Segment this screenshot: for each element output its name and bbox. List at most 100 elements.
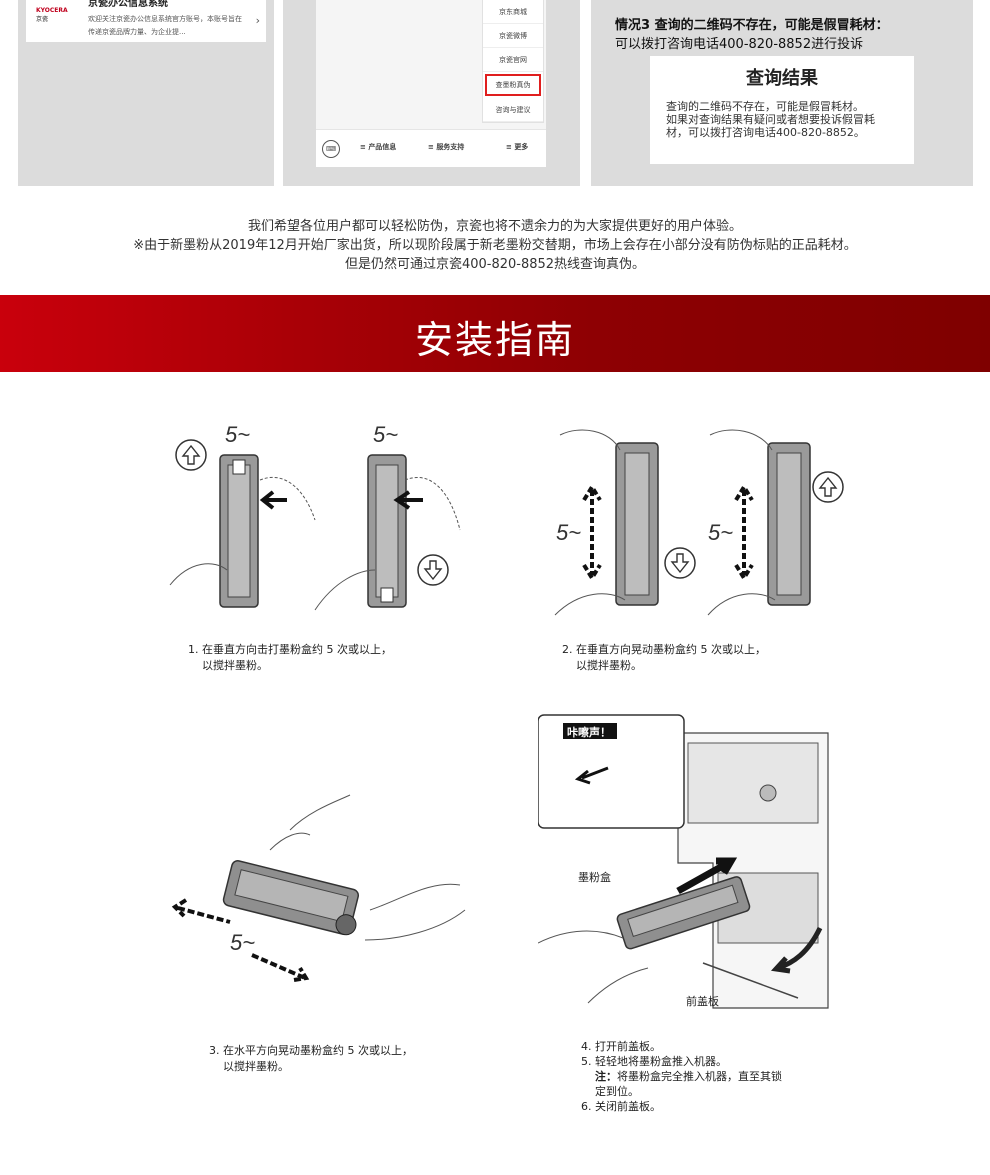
- hand-outline: [554, 429, 776, 616]
- wechat-account-card[interactable]: KYOCERA 京瓷 京瓷办公信息系统 欢迎关注京瓷办公信息系统官方账号，本账号…: [26, 0, 266, 42]
- step3-count: 5~: [230, 930, 255, 955]
- control-dial-icon: [759, 784, 777, 802]
- caption-line: 3. 在水平方向晃动墨粉盒约 5 次或以上，: [209, 1044, 413, 1057]
- horizontal-shake-arrow-left-icon: [171, 898, 231, 924]
- wechat-panel: KYOCERA 京瓷 京瓷办公信息系统 欢迎关注京瓷办公信息系统官方账号，本账号…: [18, 0, 274, 186]
- toner-cartridge-right: [767, 442, 811, 606]
- note-line: ※由于新墨粉从2019年12月开始厂家出货，所以现阶段属于新老墨粉交替期，市场上…: [133, 238, 857, 253]
- push-in-arrow-icon: [676, 857, 738, 895]
- kyocera-logo: KYOCERA 京瓷: [36, 6, 76, 24]
- caption-note: 注：将墨粉盒完全推入机器，直至其锁: [581, 1069, 782, 1084]
- case3-subtitle: 可以拨打咨询电话400-820-8852进行投诉: [615, 37, 864, 52]
- click-label-bg: [563, 723, 617, 739]
- hand-outline: [259, 476, 461, 531]
- query-result-box: 查询结果 查询的二维码不存在，可能是假冒耗材。 如果对查询结果有疑问或者想要投诉…: [650, 56, 914, 164]
- caption-line: 1. 在垂直方向击打墨粉盒约 5 次或以上，: [188, 643, 392, 656]
- bar-item-product[interactable]: ≡ 产品信息: [360, 143, 397, 151]
- step2-illustration: 5~ 5~: [554, 429, 844, 616]
- step1-caption: 1. 在垂直方向击打墨粉盒约 5 次或以上， 以搅拌墨粉。: [188, 642, 392, 674]
- keyboard-icon[interactable]: ⌨: [322, 140, 340, 158]
- note-line: 但是仍然可通过京瓷400-820-8852热线查询真伪。: [344, 257, 646, 272]
- step3-caption: 3. 在水平方向晃动墨粉盒约 5 次或以上， 以搅拌墨粉。: [209, 1043, 413, 1075]
- step2-caption: 2. 在垂直方向晃动墨粉盒约 5 次或以上， 以搅拌墨粉。: [562, 642, 766, 674]
- bar-item-product-label: 产品信息: [368, 143, 397, 151]
- phone-screen: 京东商城 京瓷微博 京瓷官网 查墨粉真伪 咨询与建议 ⌨ ≡ 产品信息 ≡ 服务…: [316, 0, 546, 167]
- step1-illustration: 5~ 5~: [169, 422, 461, 611]
- arrow-up-circle-icon: [175, 439, 207, 471]
- arrow-down-icon: [670, 553, 690, 574]
- bar-item-service-label: 服务支持: [436, 143, 465, 151]
- step4-illustration: 咔嚓声！ 墨粉盒 前盖板: [538, 714, 829, 1009]
- horizontal-shake-arrow-right-icon: [251, 953, 310, 982]
- vertical-shake-arrow-icon: [734, 483, 754, 582]
- account-description: 欢迎关注京瓷办公信息系统官方账号，本账号旨在传递京瓷品牌力量、为企业提...: [88, 15, 242, 36]
- case3-title: 情况3 查询的二维码不存在，可能是假冒耗材：: [615, 18, 889, 33]
- hand-outline: [169, 563, 376, 611]
- banner-title: 安装指南: [414, 318, 575, 362]
- caption-line: 4. 打开前盖板。: [581, 1040, 661, 1053]
- step2-count-a: 5~: [556, 520, 581, 545]
- caption-line: 以搅拌墨粉。: [202, 659, 268, 672]
- bar-item-service[interactable]: ≡ 服务支持: [428, 143, 465, 151]
- bar-item-more[interactable]: ≡ 更多: [506, 143, 529, 151]
- arrow-up-icon: [818, 476, 838, 497]
- front-cover: [702, 962, 799, 999]
- arrow-down-circle-icon: [664, 547, 696, 579]
- bar-item-more-label: 更多: [514, 143, 529, 151]
- hand-outline: [538, 930, 649, 1004]
- step2-count-b: 5~: [708, 520, 733, 545]
- caption-line: 定到位。: [595, 1085, 639, 1098]
- step4-caption: 4. 打开前盖板。 5. 轻轻地将墨粉盒推入机器。 注：将墨粉盒完全推入机器，直…: [581, 1039, 782, 1114]
- top-band: KYOCERA 京瓷 京瓷办公信息系统 欢迎关注京瓷办公信息系统官方账号，本账号…: [0, 0, 990, 200]
- printer-body: [677, 732, 829, 1009]
- hand-outline: [269, 794, 466, 941]
- anti-fake-notes: 我们希望各位用户都可以轻松防伪，京瓷也将不遗余力的为大家提供更好的用户体验。 ※…: [0, 217, 990, 274]
- step3-illustration: 5~: [171, 794, 466, 982]
- toner-cartridge-left: [615, 442, 659, 606]
- section-banner: 安装指南: [0, 295, 990, 372]
- arrow-up-circle-icon: [812, 471, 844, 503]
- cartridge-label: 墨粉盒: [578, 870, 611, 884]
- caption-line: 以搅拌墨粉。: [576, 659, 642, 672]
- tap-arrow-icon: [259, 490, 287, 510]
- menu-item-weibo[interactable]: 京瓷微博: [483, 24, 543, 48]
- result-line: 材，可以拨打咨询电话400-820-8852。: [666, 126, 865, 139]
- toner-cartridge-inserting: [616, 876, 751, 950]
- query-result-title: 查询结果: [746, 68, 818, 89]
- phone-bottom-bar: ⌨ ≡ 产品信息 ≡ 服务支持 ≡ 更多: [316, 129, 546, 167]
- arrow-down-circle-icon: [417, 554, 449, 586]
- step1-count-b: 5~: [373, 422, 398, 447]
- click-label: 咔嚓声！: [567, 725, 611, 739]
- account-title: 京瓷办公信息系统: [88, 0, 168, 9]
- arrow-down-icon: [423, 560, 443, 581]
- caption-line: 5. 轻轻地将墨粉盒推入机器。: [581, 1055, 727, 1068]
- note-line: 我们希望各位用户都可以轻松防伪，京瓷也将不遗余力的为大家提供更好的用户体验。: [247, 219, 742, 234]
- menu-item-feedback[interactable]: 咨询与建议: [483, 98, 543, 122]
- note-text: 将墨粉盒完全推入机器，直至其锁: [617, 1070, 782, 1083]
- result-line: 如果对查询结果有疑问或者想要投诉假冒耗: [666, 113, 875, 126]
- menu-item-website[interactable]: 京瓷官网: [483, 48, 543, 72]
- logo-text: KYOCERA: [36, 7, 68, 14]
- note-label: 注：: [595, 1070, 617, 1083]
- logo-sub-text: 京瓷: [36, 16, 49, 23]
- close-cover-arrow-icon: [770, 926, 823, 974]
- step1-count-a: 5~: [225, 422, 250, 447]
- toner-cartridge-left: [219, 454, 259, 608]
- phone-panel: 京东商城 京瓷微博 京瓷官网 查墨粉真伪 咨询与建议 ⌨ ≡ 产品信息 ≡ 服务…: [283, 0, 580, 186]
- case3-panel: 情况3 查询的二维码不存在，可能是假冒耗材： 可以拨打咨询电话400-820-8…: [591, 0, 973, 186]
- caption-line: 以搅拌墨粉。: [223, 1060, 289, 1073]
- tap-arrow-icon: [393, 490, 423, 510]
- caption-line: 6. 关闭前盖板。: [581, 1100, 661, 1113]
- arrow-up-icon: [181, 444, 201, 465]
- query-result-text: 查询的二维码不存在，可能是假冒耗材。 如果对查询结果有疑问或者想要投诉假冒耗 材…: [666, 100, 906, 139]
- detail-inset: [538, 714, 685, 829]
- toner-cartridge-horizontal: [222, 860, 360, 936]
- chevron-right-icon: ›: [255, 14, 260, 27]
- caption-line: 2. 在垂直方向晃动墨粉盒约 5 次或以上，: [562, 643, 766, 656]
- front-cover-label: 前盖板: [686, 994, 719, 1008]
- toner-cartridge-right: [367, 454, 407, 608]
- menu-item-jd-mall[interactable]: 京东商城: [483, 0, 543, 24]
- menu-item-check-toner[interactable]: 查墨粉真伪: [485, 74, 541, 96]
- vertical-shake-arrow-icon: [582, 483, 602, 582]
- result-line: 查询的二维码不存在，可能是假冒耗材。: [666, 100, 864, 113]
